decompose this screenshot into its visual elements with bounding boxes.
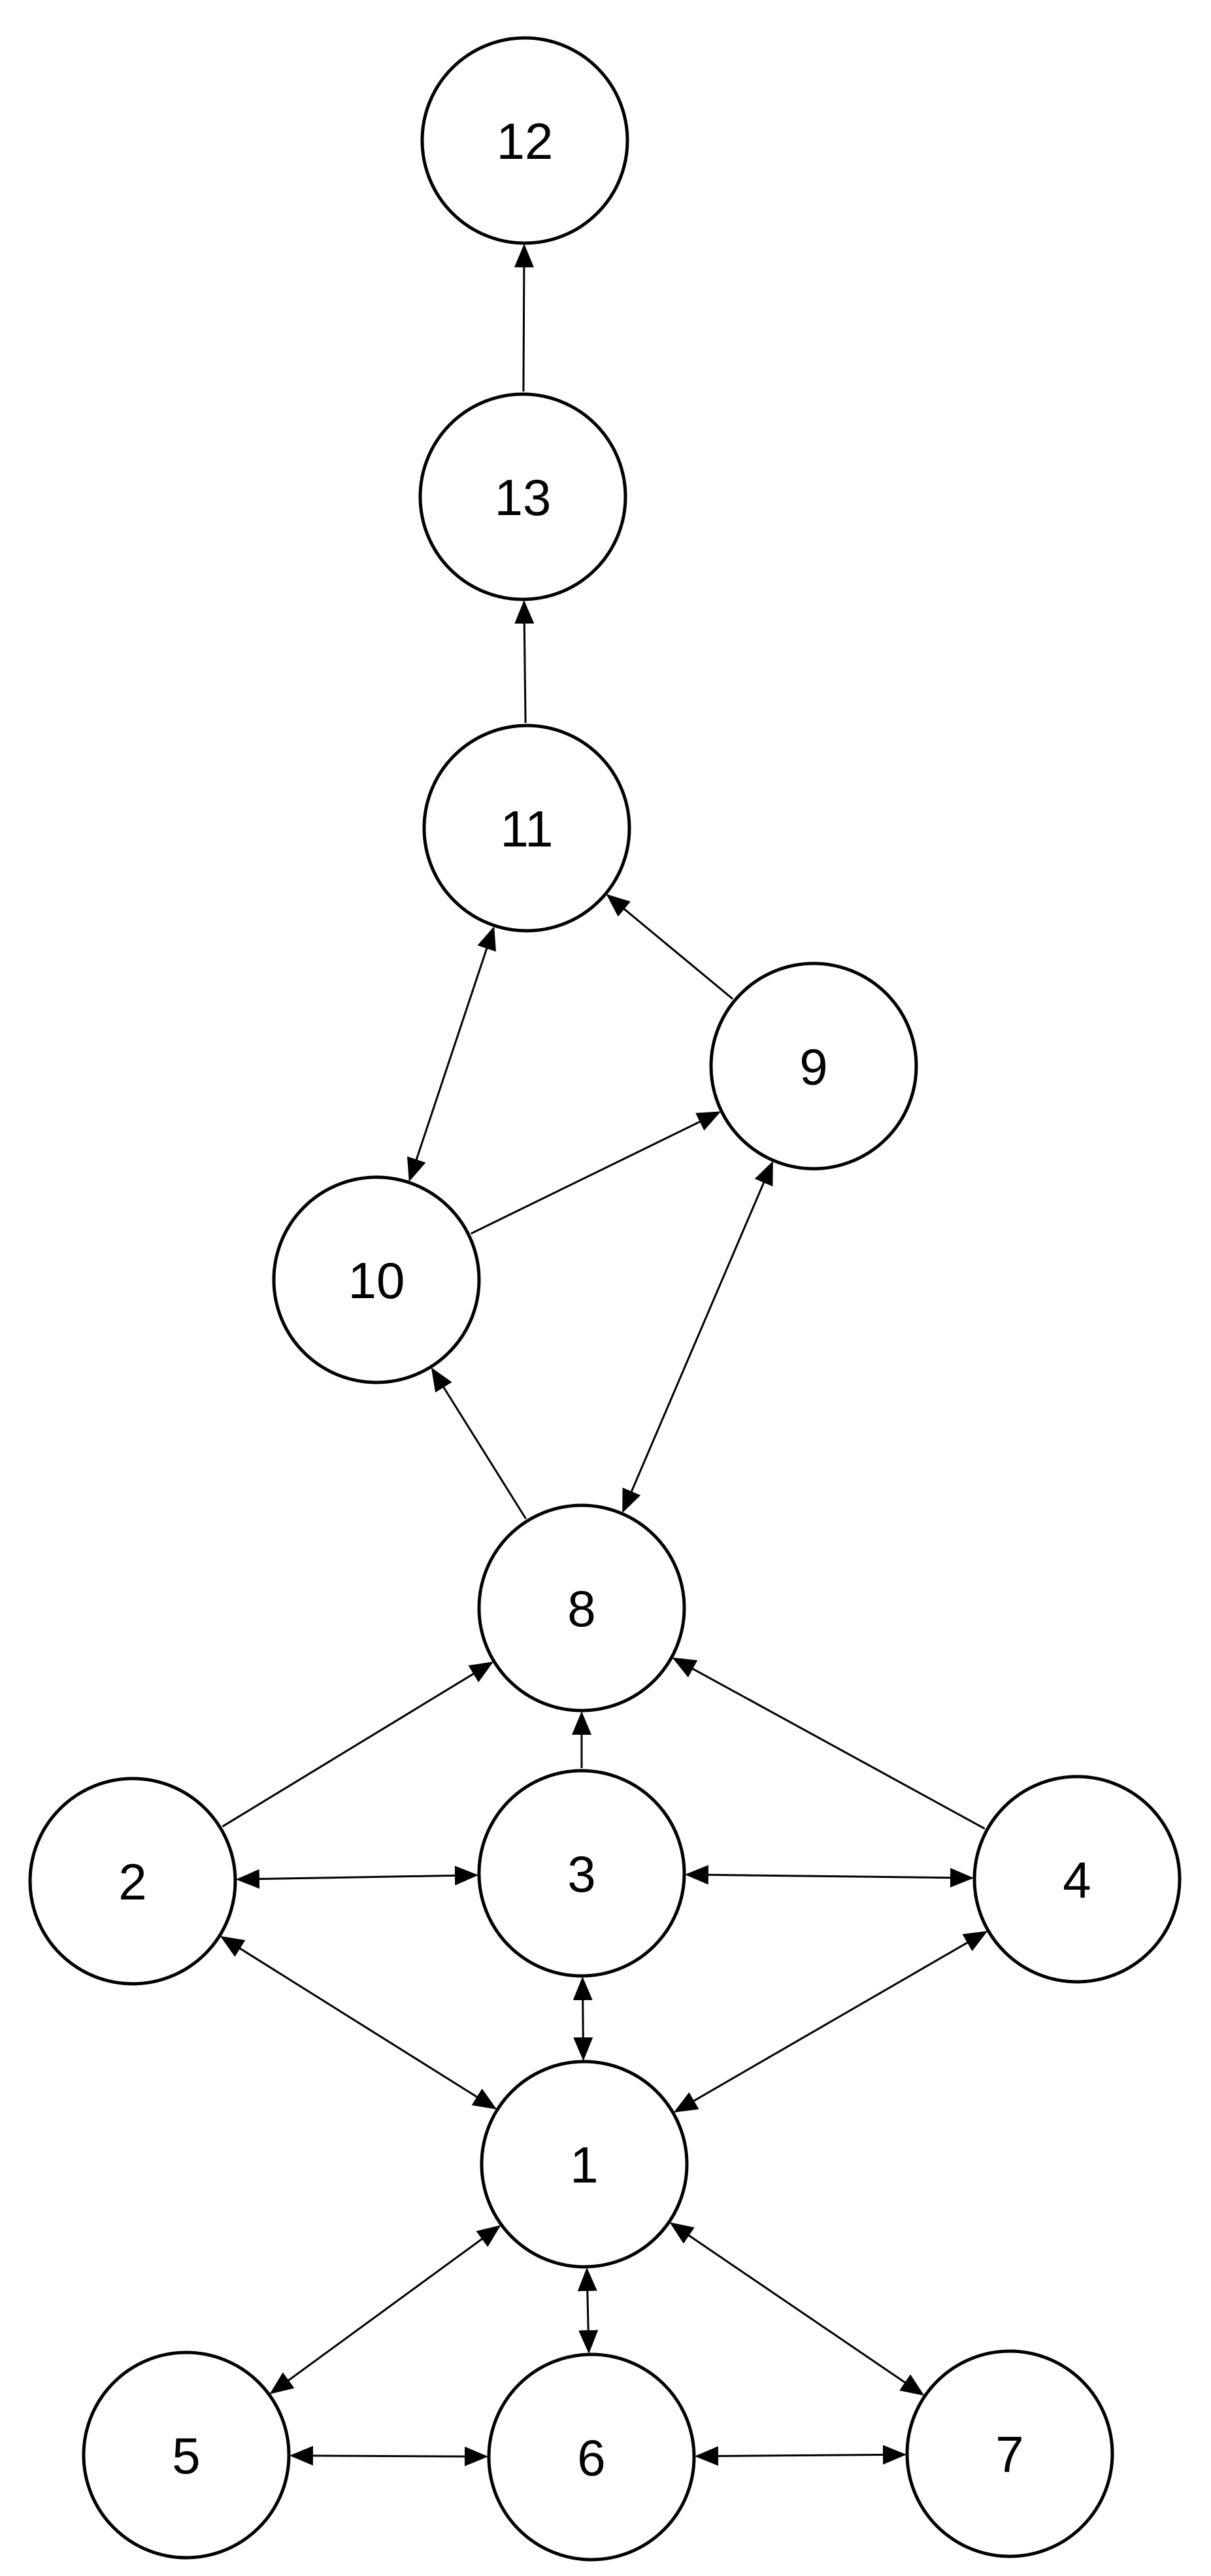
node-circle-10 [272, 1175, 481, 1384]
node-label-11: 11 [501, 800, 554, 858]
node-circle-1 [480, 2060, 689, 2269]
edge-1-5 [269, 2225, 501, 2394]
node-3: 3 [477, 1769, 686, 1978]
node-label-3: 3 [567, 1845, 595, 1903]
edge-1-2 [220, 1935, 497, 2110]
edge-1-4 [673, 1931, 988, 2113]
node-label-8: 8 [567, 1580, 595, 1637]
node-label-13: 13 [495, 469, 552, 526]
edge-1-6 [577, 2267, 599, 2354]
node-4: 4 [972, 1775, 1182, 1984]
node-11: 11 [422, 724, 631, 933]
node-9: 9 [709, 962, 918, 1171]
node-circle-9 [709, 962, 918, 1171]
node-circle-4 [972, 1775, 1182, 1984]
node-circle-6 [487, 2352, 696, 2562]
node-circle-12 [420, 36, 629, 245]
node-8: 8 [477, 1503, 686, 1713]
node-6: 6 [487, 2352, 696, 2562]
edge-8-10 [431, 1367, 527, 1520]
node-label-12: 12 [497, 112, 554, 170]
node-circle-11 [422, 724, 631, 933]
node-label-9: 9 [799, 1038, 827, 1096]
node-label-5: 5 [172, 2427, 200, 2484]
edge-10-9 [470, 1111, 722, 1235]
edge-8-9 [622, 1161, 773, 1513]
node-circle-7 [905, 2349, 1114, 2558]
node-7: 7 [905, 2349, 1114, 2558]
node-label-6: 6 [577, 2429, 605, 2486]
edge-2-8 [222, 1662, 494, 1828]
node-10: 10 [272, 1175, 481, 1384]
edge-13-12 [514, 244, 534, 392]
node-circle-8 [477, 1503, 686, 1713]
edge-2-3 [236, 1865, 478, 1889]
node-label-7: 7 [995, 2426, 1023, 2483]
node-label-4: 4 [1063, 1851, 1091, 1909]
node-circle-3 [477, 1769, 686, 1978]
node-12: 12 [420, 36, 629, 245]
edge-4-8 [672, 1657, 986, 1830]
node-1: 1 [480, 2060, 689, 2269]
node-5: 5 [82, 2350, 291, 2560]
node-circle-2 [28, 1777, 237, 1986]
edge-1-7 [669, 2222, 925, 2396]
edge-3-4 [685, 1865, 974, 1888]
node-circle-5 [82, 2350, 291, 2560]
edge-11-13 [514, 600, 535, 724]
node-13: 13 [418, 392, 627, 601]
node-circle-13 [418, 392, 627, 601]
node-label-2: 2 [118, 1853, 146, 1911]
node-2: 2 [28, 1777, 237, 1986]
edge-1-3 [572, 1977, 593, 2061]
edges-layer [220, 244, 988, 2467]
edge-9-11 [606, 894, 734, 1000]
node-label-10: 10 [348, 1252, 405, 1309]
edge-11-10 [406, 926, 497, 1182]
node-label-1: 1 [570, 2136, 598, 2194]
edge-6-7 [695, 2445, 906, 2466]
